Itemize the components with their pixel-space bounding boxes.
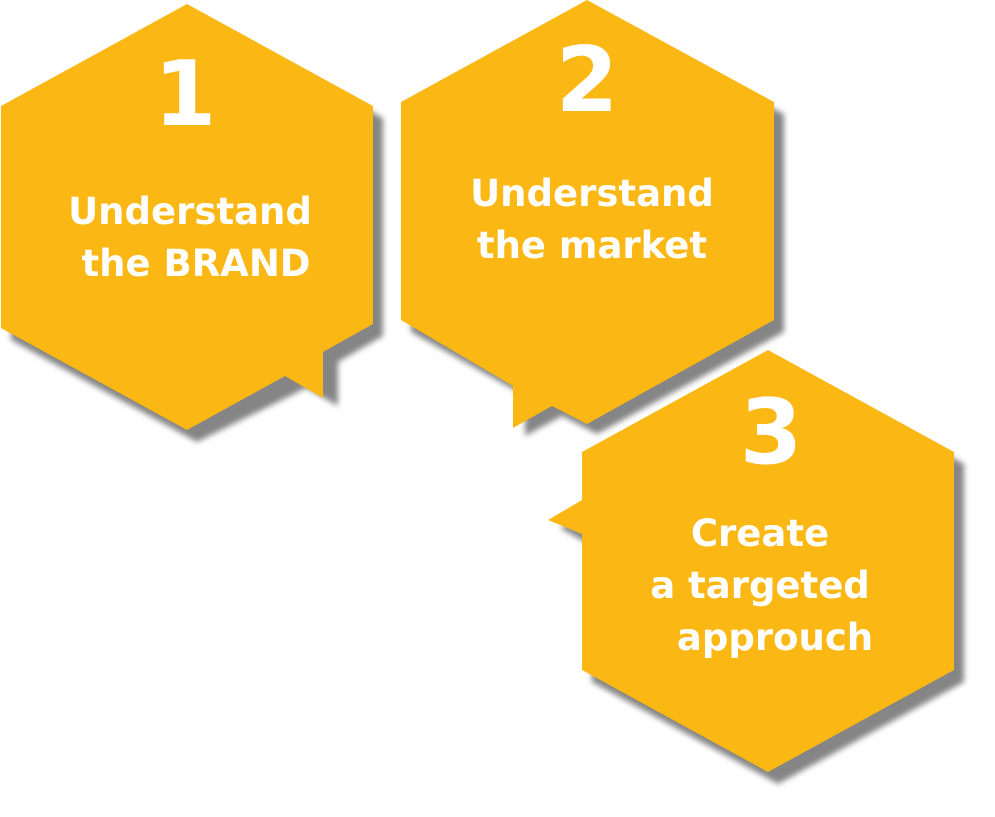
step-1-number: 1	[153, 42, 217, 147]
step-3-line-3: approuch	[676, 616, 874, 659]
hex-fills	[1, 0, 954, 772]
step-3-line-2: a targeted	[650, 564, 870, 607]
hex-3	[548, 350, 954, 772]
step-2-line-1: Understand	[470, 172, 714, 215]
hex-1	[1, 4, 373, 430]
step-2-label: Understand the market	[432, 168, 752, 272]
step-1-line-2: the BRAND	[81, 242, 311, 285]
step-2-number: 2	[555, 28, 619, 133]
step-1-line-1: Understand	[68, 190, 312, 233]
step-3-line-1: Create	[690, 512, 830, 555]
step-1-label: Understand the BRAND	[30, 186, 350, 290]
hex-2	[401, 0, 774, 428]
step-3-number: 3	[739, 380, 803, 485]
step-3-label: Create a targeted approuch	[600, 508, 920, 664]
step-2-line-2: the market	[476, 224, 708, 267]
